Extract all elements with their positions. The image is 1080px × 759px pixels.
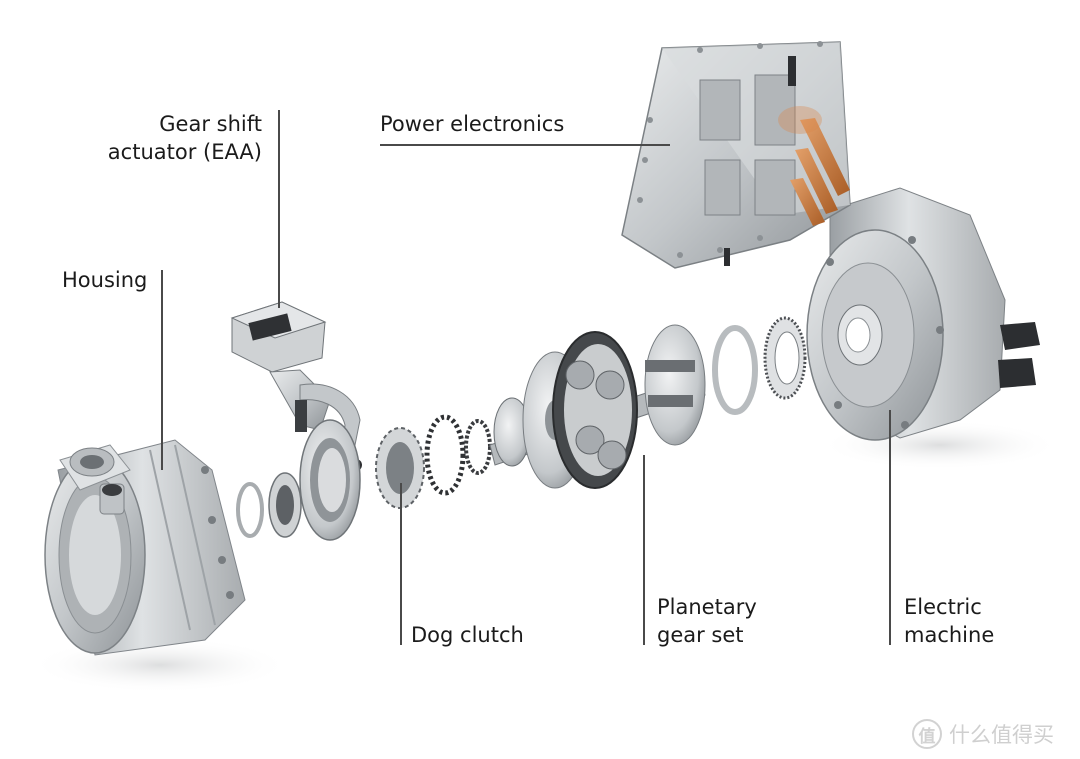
electric-machine-label-line1: Electric xyxy=(904,595,982,619)
bearing-small xyxy=(236,472,302,538)
power-electronics-label: Power electronics xyxy=(380,112,565,136)
watermark-text: 什么值得买 xyxy=(949,723,1054,747)
gear-shift-actuator-label: Gear shift actuator (EAA) xyxy=(100,110,262,166)
housing-leader xyxy=(161,270,163,470)
electric-machine-leader xyxy=(889,410,891,645)
dog-clutch-label: Dog clutch xyxy=(411,623,524,647)
watermark-logo-icon: 值 xyxy=(912,719,942,749)
gear-shift-actuator-leader xyxy=(278,110,280,308)
planetary-gear-set-leader xyxy=(643,455,645,645)
planetary-gear-set-label: Planetary gear set xyxy=(657,593,757,649)
electric-machine-part xyxy=(806,187,1040,441)
gear-shift-actuator-label-line2: actuator (EAA) xyxy=(107,140,262,164)
power-electronics-part xyxy=(621,41,851,269)
dog-clutch-leader xyxy=(400,483,402,645)
planetary-gear-set-label-line1: Planetary xyxy=(657,595,757,619)
watermark: 值 什么值得买 xyxy=(912,716,1054,752)
planetary-gear-set-part xyxy=(489,316,807,489)
power-electronics-leader xyxy=(380,144,670,146)
housing-part xyxy=(44,439,246,656)
gear-shift-actuator-part xyxy=(230,301,362,471)
gear-shift-actuator-label-line1: Gear shift xyxy=(159,112,262,136)
planetary-gear-set-label-line2: gear set xyxy=(657,623,744,647)
housing-label: Housing xyxy=(62,268,148,292)
synchro-ring xyxy=(299,419,361,541)
dog-clutch-part xyxy=(375,414,492,509)
electric-machine-label: Electric machine xyxy=(904,593,994,649)
electric-machine-label-line2: machine xyxy=(904,623,995,647)
